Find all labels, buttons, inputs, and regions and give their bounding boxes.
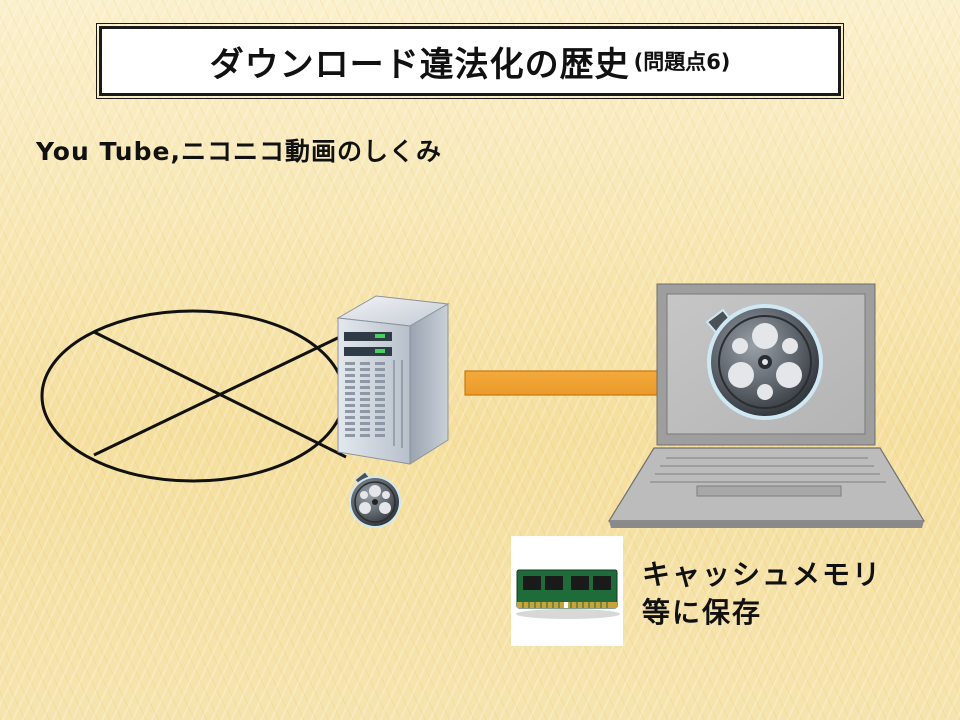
film-reel-icon [349, 471, 401, 528]
caption-line-2: 等に保存 [642, 596, 763, 629]
memory-module-photo [511, 536, 623, 646]
film-reel-icon [705, 304, 823, 420]
server-tower-icon [336, 295, 450, 465]
network-circle-icon [40, 309, 347, 483]
memory-module-icon [511, 536, 623, 646]
caption: キャッシュメモリ 等に保存 [642, 556, 882, 632]
subtitle: You Tube,ニコニコ動画のしくみ [36, 137, 442, 166]
caption-line-1: キャッシュメモリ [642, 558, 883, 591]
title-main: ダウンロード違法化の歴史 [209, 44, 630, 85]
title-sub: (問題点6) [633, 50, 731, 74]
title-box: ダウンロード違法化の歴史 (問題点6) [96, 23, 844, 99]
